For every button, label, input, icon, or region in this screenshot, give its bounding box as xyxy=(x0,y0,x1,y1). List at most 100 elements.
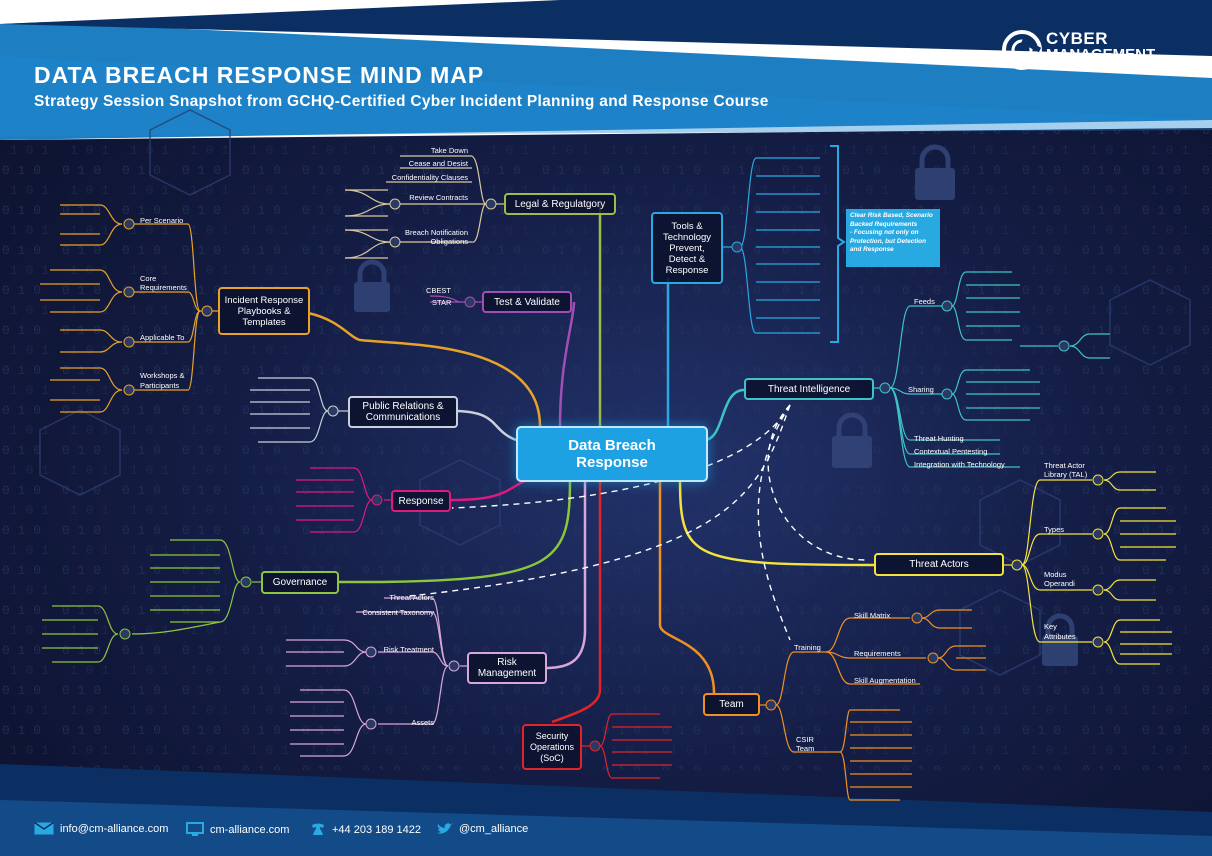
node-tools-line: Prevent, xyxy=(669,242,705,254)
collapse-toggle-icon[interactable] xyxy=(365,646,377,658)
node-legal-regulatory[interactable]: Legal & Regulatgory xyxy=(504,193,616,215)
node-threat-actors[interactable]: Threat Actors xyxy=(874,553,1004,576)
node-risk-line: Risk xyxy=(497,657,517,668)
collapse-toggle-icon[interactable] xyxy=(201,305,213,317)
node-pr-line: Communications xyxy=(365,412,441,423)
footer-phone[interactable]: +44 203 189 1422 xyxy=(310,822,421,837)
footer-email-text: info@cm-alliance.com xyxy=(60,822,169,835)
leaf-skill-augmentation: Skill Augmentation xyxy=(854,676,916,685)
logo-mark-icon xyxy=(1002,30,1042,70)
node-risk-management[interactable]: Risk Management xyxy=(467,652,547,684)
leaf-feeds: Feeds xyxy=(914,297,935,306)
central-node-line-1: Data Breach xyxy=(568,437,656,454)
leaf-operandi: Operandi xyxy=(1044,579,1075,588)
leaf-csir: CSIR xyxy=(796,735,814,744)
collapse-toggle-icon[interactable] xyxy=(879,382,891,394)
node-incident-response-playbooks[interactable]: Incident Response Playbooks & Templates xyxy=(218,287,310,335)
header-blue-band xyxy=(0,20,1212,140)
leaf-take-down: Take Down xyxy=(430,146,468,155)
collapse-toggle-icon[interactable] xyxy=(485,198,497,210)
collapse-toggle-icon[interactable] xyxy=(389,236,401,248)
leaf-team-requirements: Requirements xyxy=(854,649,901,658)
collapse-toggle-icon[interactable] xyxy=(1092,636,1104,648)
collapse-toggle-icon[interactable] xyxy=(371,494,383,506)
node-soc-line: Operations xyxy=(529,741,575,752)
twitter-icon xyxy=(437,823,453,834)
leaf-integration-technology: Integration with Technology xyxy=(914,460,1005,469)
header-navy-band xyxy=(0,0,1212,56)
collapse-toggle-icon[interactable] xyxy=(389,198,401,210)
footer-website[interactable]: cm-alliance.com xyxy=(186,822,289,837)
collapse-toggle-icon[interactable] xyxy=(731,241,743,253)
node-playbooks-line: Incident Response xyxy=(224,294,304,306)
leaf-tal: Library (TAL) xyxy=(1044,470,1088,479)
monitor-icon xyxy=(186,822,204,836)
leaf-cbest: CBEST xyxy=(426,286,452,295)
leaf-requirements: Requirements xyxy=(140,283,187,292)
note-line: - Focusing not only on xyxy=(850,229,919,236)
footer-website-text: cm-alliance.com xyxy=(210,823,290,836)
collapse-toggle-icon[interactable] xyxy=(123,286,135,298)
node-tools-line: Tools & xyxy=(671,220,703,232)
note-line: and Response xyxy=(850,246,894,253)
node-risk-line: Management xyxy=(477,668,537,679)
logo-line-2: MANAGEMENT xyxy=(1046,46,1156,63)
node-soc-line: (SoC) xyxy=(540,752,564,763)
leaf-attributes: Attributes xyxy=(1044,632,1076,641)
node-tools-line: Response xyxy=(665,264,709,276)
email-icon xyxy=(34,822,54,835)
collapse-toggle-icon[interactable] xyxy=(464,296,476,308)
collapse-toggle-icon[interactable] xyxy=(123,384,135,396)
node-public-relations[interactable]: Public Relations & Communications xyxy=(348,396,458,428)
collapse-toggle-icon[interactable] xyxy=(941,388,953,400)
collapse-toggle-icon[interactable] xyxy=(1092,584,1104,596)
requirements-note: Clear Risk Based, Scenario Backed Requir… xyxy=(846,209,940,267)
node-playbooks-line: Templates xyxy=(242,316,286,328)
collapse-toggle-icon[interactable] xyxy=(365,718,377,730)
central-node[interactable]: Data Breach Response xyxy=(516,426,708,482)
collapse-toggle-icon[interactable] xyxy=(1092,474,1104,486)
collapse-toggle-icon[interactable] xyxy=(123,336,135,348)
footer-twitter[interactable]: @cm_alliance xyxy=(436,822,528,836)
collapse-toggle-icon[interactable] xyxy=(327,405,339,417)
leaf-skill-matrix: Skill Matrix xyxy=(854,611,891,620)
collapse-toggle-icon[interactable] xyxy=(927,652,939,664)
leaf-team: Team xyxy=(796,744,815,753)
collapse-toggle-icon[interactable] xyxy=(765,699,777,711)
lock-icon xyxy=(1042,613,1078,666)
collapse-toggle-icon[interactable] xyxy=(448,660,460,672)
leaf-contextual-pentesting: Contextual Pentesting xyxy=(914,447,988,456)
collapse-toggle-icon[interactable] xyxy=(941,300,953,312)
footer-twitter-text: @cm_alliance xyxy=(459,823,529,835)
collapse-toggle-icon[interactable] xyxy=(1092,528,1104,540)
node-team[interactable]: Team xyxy=(703,693,760,716)
logo-line-3: ALLIANCE xyxy=(1068,64,1126,71)
collapse-toggle-icon[interactable] xyxy=(1011,559,1023,571)
collapse-toggle-icon[interactable] xyxy=(589,740,601,752)
node-tools-line: Technology xyxy=(662,231,712,243)
note-line: Protection, but Detection xyxy=(850,237,926,245)
leaf-breach-notification: Breach Notification xyxy=(405,228,468,237)
node-governance[interactable]: Governance xyxy=(261,571,339,594)
leaf-review-contracts: Review Contracts xyxy=(409,193,468,202)
leaf-modus: Modus xyxy=(1044,570,1067,579)
page-title: DATA BREACH RESPONSE MIND MAP xyxy=(34,62,485,88)
leaf-obligations: Obligations xyxy=(430,237,468,246)
node-threat-intelligence[interactable]: Threat Intelligence xyxy=(744,378,874,400)
node-response[interactable]: Response xyxy=(391,490,451,512)
node-test-validate[interactable]: Test & Validate xyxy=(482,291,572,313)
collapse-toggle-icon[interactable] xyxy=(1058,340,1070,352)
collapse-toggle-icon[interactable] xyxy=(123,218,135,230)
collapse-toggle-icon[interactable] xyxy=(911,612,923,624)
node-tools-technology[interactable]: Tools & Technology Prevent, Detect & Res… xyxy=(651,212,723,284)
leaf-cease-desist: Cease and Desist xyxy=(408,159,468,168)
leaf-types: Types xyxy=(1044,525,1065,534)
node-security-operations[interactable]: Security Operations (SoC) xyxy=(522,724,582,770)
leaf-participants: Participants xyxy=(140,381,180,390)
collapse-toggle-icon[interactable] xyxy=(119,628,131,640)
footer-email[interactable]: info@cm-alliance.com xyxy=(34,822,168,835)
collapse-toggle-icon[interactable] xyxy=(240,576,252,588)
leaf-star: STAR xyxy=(432,298,452,307)
